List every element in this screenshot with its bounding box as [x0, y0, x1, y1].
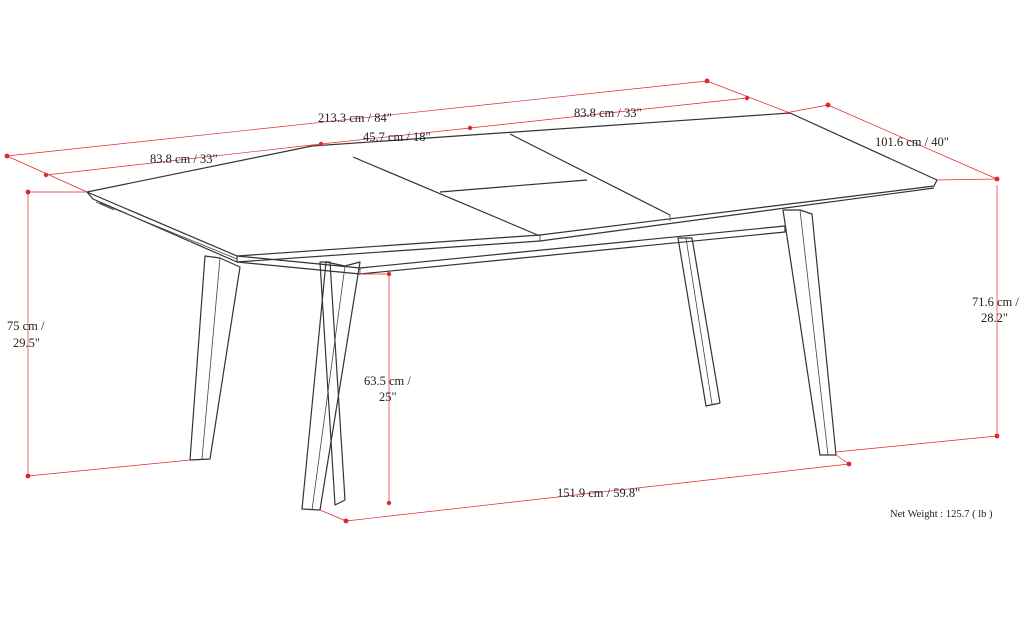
front-middle-leg: [301, 261, 361, 511]
dimension-lines: [4, 78, 1000, 524]
front-left-leg: [189, 255, 241, 461]
center-leaf-length-label: 45.7 cm / 18": [363, 130, 431, 144]
leg-span-label: 151.9 cm / 59.8": [557, 486, 640, 500]
back-left-leg: [319, 261, 346, 506]
table-top: [86, 112, 938, 263]
left-leaf-length-label: 83.8 cm / 33": [150, 152, 218, 166]
clearance-label-line2: 25": [379, 390, 397, 404]
front-right-leg: [782, 209, 837, 456]
height-label-line1: 75 cm /: [7, 319, 45, 333]
right-leaf-length-label: 83.8 cm / 33": [574, 106, 642, 120]
table-drawing: [86, 112, 938, 511]
depth-label: 101.6 cm / 40": [875, 135, 949, 149]
apron-height-label-line2: 28.2": [981, 311, 1008, 325]
back-right-leg: [677, 237, 721, 407]
apron-height-label-line1: 71.6 cm /: [972, 295, 1019, 309]
overall-length-label: 213.3 cm / 84": [318, 111, 392, 125]
dimension-labels: 213.3 cm / 84" 83.8 cm / 33" 45.7 cm / 1…: [7, 106, 1019, 500]
net-weight-label: Net Weight : 125.7 ( lb ): [890, 509, 993, 520]
height-label-line2: 29.5": [13, 336, 40, 350]
clearance-label-line1: 63.5 cm /: [364, 374, 411, 388]
